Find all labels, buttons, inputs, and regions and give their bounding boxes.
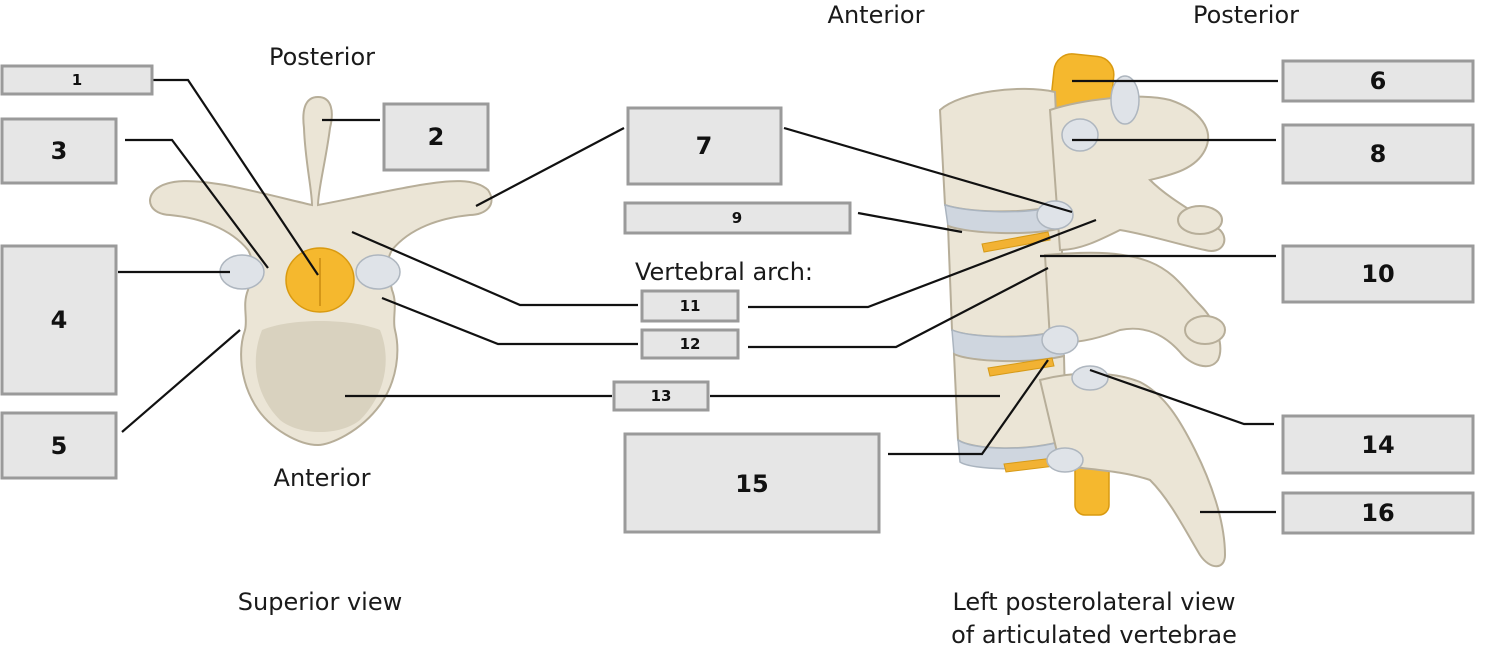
- label-box-7[interactable]: 7: [626, 106, 783, 186]
- label-box-8-text: 8: [1370, 140, 1387, 168]
- superior-view-caption: Superior view: [238, 588, 402, 616]
- leader-14: [1089, 368, 1274, 426]
- label-box-9[interactable]: 9: [623, 201, 852, 235]
- label-box-5[interactable]: 5: [0, 411, 118, 480]
- label-box-15[interactable]: 15: [623, 432, 881, 534]
- label-box-12[interactable]: 12: [640, 328, 740, 360]
- label-box-14-text: 14: [1361, 431, 1394, 459]
- leader-11-left: [351, 230, 638, 307]
- transverse-process-upper: [1177, 205, 1223, 235]
- label-box-4[interactable]: 4: [0, 244, 118, 396]
- lateral-anterior-label: Anterior: [828, 1, 925, 29]
- label-box-12-text: 12: [680, 335, 701, 353]
- leader-15: [888, 359, 1049, 456]
- lateral-posterior-label: Posterior: [1193, 1, 1299, 29]
- spinal-nerve-2: [987, 357, 1055, 377]
- lateral-facet-d: [1041, 325, 1079, 355]
- leader-1: [152, 78, 319, 276]
- label-box-13-text: 13: [651, 387, 672, 405]
- label-boxes: 1 2 3 4 5 6 7 8: [0, 59, 1475, 535]
- text-labels: Posterior Anterior Anterior Posterior Ve…: [238, 1, 1299, 649]
- label-box-4-text: 4: [51, 306, 68, 334]
- spinal-nerve-1: [981, 231, 1051, 253]
- superior-facet-right: [355, 254, 401, 290]
- label-box-3-text: 3: [51, 137, 68, 165]
- leader-lines: [118, 78, 1278, 514]
- posterior-elements-middle: [1043, 251, 1222, 368]
- label-box-10[interactable]: 10: [1281, 244, 1475, 304]
- vertebral-body-upper: [938, 87, 1062, 213]
- label-box-3[interactable]: 3: [0, 117, 118, 185]
- leader-7-left: [475, 127, 625, 207]
- leader-11-right: [748, 218, 1097, 309]
- label-box-15-text: 15: [735, 470, 768, 498]
- superior-posterior-label: Posterior: [269, 43, 375, 71]
- label-box-14[interactable]: 14: [1281, 414, 1475, 475]
- label-box-10-text: 10: [1361, 260, 1394, 288]
- label-box-16[interactable]: 16: [1281, 491, 1475, 535]
- lateral-facet-c: [1036, 200, 1074, 230]
- label-box-2[interactable]: 2: [382, 102, 490, 172]
- transverse-process-middle: [1184, 315, 1226, 345]
- label-box-11-text: 11: [680, 297, 701, 315]
- posterior-elements-lower: [1038, 372, 1227, 568]
- superior-view-vertebra: [149, 95, 493, 447]
- label-box-7-text: 7: [696, 132, 713, 160]
- lateral-view-caption-line2: of articulated vertebrae: [951, 621, 1237, 649]
- label-box-2-text: 2: [428, 123, 445, 151]
- lateral-facet-b: [1061, 118, 1099, 152]
- lateral-view-caption-line1: Left posterolateral view: [952, 588, 1235, 616]
- lateral-facet-a: [1110, 75, 1140, 125]
- label-box-13[interactable]: 13: [612, 380, 710, 412]
- leader-3: [125, 138, 269, 269]
- label-box-1-text: 1: [72, 71, 82, 89]
- leader-7-right: [783, 126, 1073, 214]
- vertebral-arch-label: Vertebral arch:: [635, 258, 813, 286]
- label-box-5-text: 5: [51, 432, 68, 460]
- label-box-6-text: 6: [1370, 67, 1387, 95]
- label-box-8[interactable]: 8: [1281, 123, 1475, 185]
- leader-5: [121, 329, 241, 433]
- leader-12-right: [748, 267, 1049, 349]
- lateral-view-vertebrae: [938, 53, 1227, 568]
- label-box-6[interactable]: 6: [1281, 59, 1475, 103]
- leader-12-left: [381, 296, 638, 346]
- label-box-11[interactable]: 11: [640, 289, 740, 323]
- label-box-16-text: 16: [1361, 499, 1394, 527]
- superior-anterior-label: Anterior: [274, 464, 371, 492]
- lateral-facet-f: [1046, 447, 1084, 473]
- label-box-9-text: 9: [732, 209, 742, 227]
- label-box-1[interactable]: 1: [0, 64, 154, 96]
- lateral-facet-e: [1071, 365, 1109, 391]
- vertebral-body-shade: [255, 321, 386, 432]
- leader-9: [857, 211, 963, 234]
